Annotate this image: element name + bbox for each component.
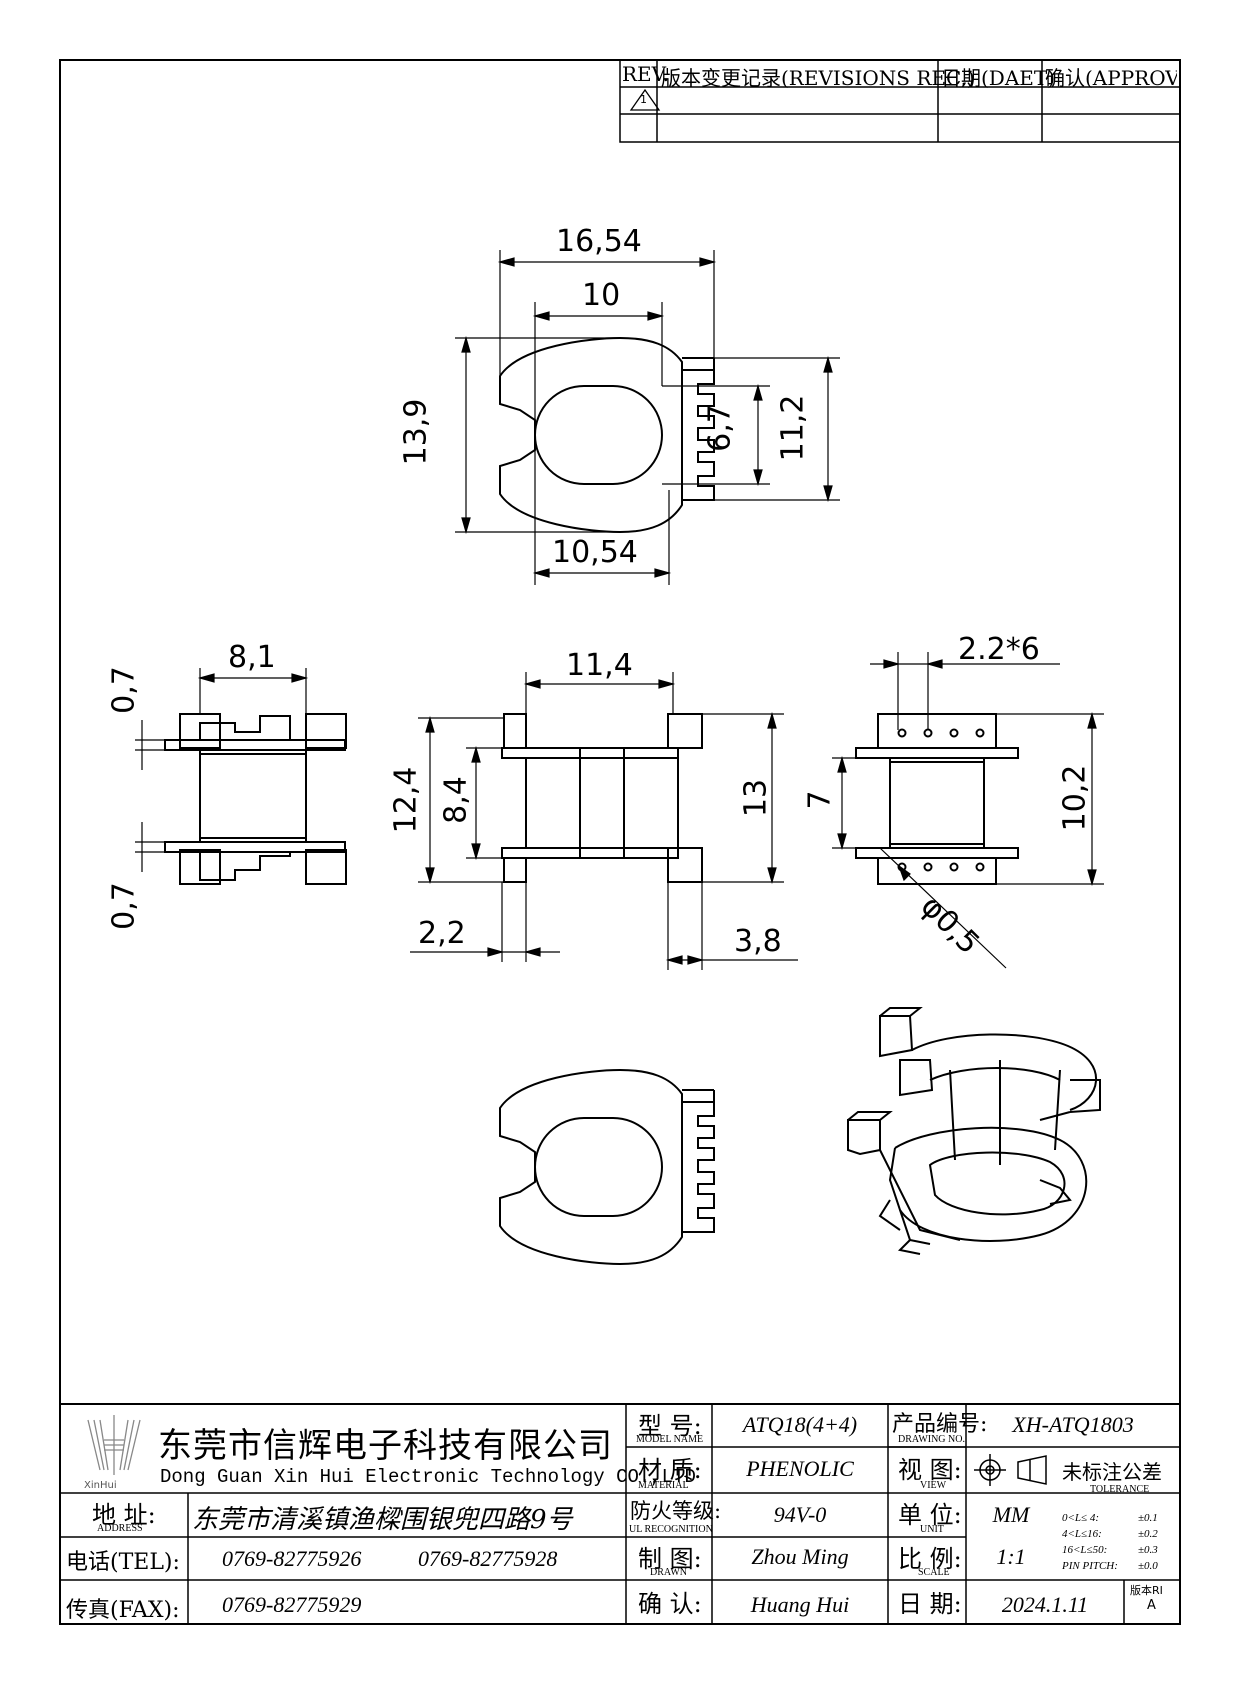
date-value: 2024.1.11 — [1001, 1592, 1089, 1617]
model-label-en: MODEL NAME — [636, 1434, 704, 1445]
scale-label: 比 例: — [898, 1545, 962, 1573]
scale-label-en: SCALE — [918, 1567, 950, 1578]
unit-label: 单 位: — [898, 1501, 962, 1529]
confirm-label: 确 认: — [638, 1590, 702, 1618]
fax-value: 0769-82775929 — [222, 1592, 362, 1617]
dim-left-width: 8,1 — [228, 640, 276, 675]
fire-value: 94V-0 — [773, 1502, 827, 1527]
projection-symbol-icon — [974, 1454, 1047, 1486]
drawn-value: Zhou Ming — [751, 1544, 849, 1569]
revision-triangle-icon — [629, 88, 661, 111]
tolerance-range-4: PIN PITCH: — [1062, 1560, 1118, 1572]
company-logo-icon — [87, 1415, 141, 1475]
tel-1: 0769-82775926 — [222, 1546, 362, 1571]
tolerance-value-3: ±0.3 — [1138, 1544, 1158, 1556]
address-value: 东莞市清溪镇渔樑围银兜四路9号 — [192, 1505, 573, 1535]
drawing-no-label-en: DRAWING NO. — [898, 1434, 965, 1445]
rev-mark: 1 — [640, 93, 647, 106]
material-label: 材 质: — [638, 1456, 702, 1484]
fire-label-en: UL RECOGNITION — [629, 1524, 713, 1535]
isometric-view — [847, 1007, 1101, 1255]
drawing-no-label: 产品编号: — [892, 1412, 988, 1437]
tolerance-range-3: 16<L≤50: — [1062, 1544, 1108, 1556]
tolerance-range-2: 4<L≤16: — [1062, 1528, 1102, 1540]
tolerance-value-4: ±0.0 — [1138, 1560, 1158, 1572]
fire-label: 防火等级: — [630, 1499, 722, 1523]
dim-top-inner-width: 10 — [582, 278, 621, 313]
tel-2: 0769-82775928 — [418, 1546, 558, 1571]
tel-label: 电话(TEL): — [66, 1550, 180, 1575]
confirm-value: Huang Hui — [750, 1592, 850, 1617]
unit-value: MM — [992, 1502, 1030, 1527]
dim-top-bottom-width: 10,54 — [552, 535, 638, 570]
tolerance-value-2: ±0.2 — [1138, 1528, 1158, 1540]
fax-label: 传真(FAX): — [66, 1598, 180, 1623]
tolerance-range-1: 0<L≤ 4: — [1062, 1512, 1099, 1524]
date-header: 日期(DAET) — [941, 66, 1056, 90]
rev-header: REV. — [622, 62, 669, 86]
address-label-en: ADDRESS — [97, 1523, 143, 1534]
address-label: 地 址: — [92, 1501, 156, 1529]
drawing-no-value: XH-ATQ1803 — [1012, 1412, 1134, 1437]
approve-header: 确认(APPROVEI — [1045, 66, 1177, 90]
date-label: 日 期: — [898, 1590, 962, 1618]
dim-front-flange: 2,2 — [418, 916, 466, 951]
company-name-en: Dong Guan Xin Hui Electronic Technology … — [160, 1466, 696, 1488]
model-value: ATQ18(4+4) — [742, 1412, 858, 1437]
dim-top-width: 16,54 — [556, 224, 642, 259]
logo-text: XinHui — [84, 1480, 117, 1491]
version-value: A — [1147, 1598, 1156, 1613]
tolerance-label-en: TOLERANCE — [1090, 1484, 1150, 1495]
dim-front-pin: 3,8 — [734, 924, 782, 959]
top-reference-view — [499, 1068, 715, 1266]
view-label: 视 图: — [898, 1456, 962, 1484]
version-label: 版本RI — [1130, 1584, 1163, 1597]
scale-value: 1:1 — [996, 1544, 1026, 1569]
tolerance-value-1: ±0.1 — [1138, 1512, 1158, 1524]
unit-label-en: UNIT — [920, 1524, 944, 1535]
revisions-header: 版本变更记录(REVISIONS REC.) — [661, 66, 975, 90]
drawn-label: 制 图: — [638, 1545, 702, 1573]
material-label-en: MATERIAL — [638, 1480, 689, 1491]
drawn-label-en: DRAWN — [650, 1567, 687, 1578]
tolerance-label: 未标注公差 — [1062, 1460, 1162, 1484]
model-label: 型 号: — [638, 1412, 702, 1440]
company-name-cn: 东莞市信辉电子科技有限公司 — [158, 1426, 613, 1466]
view-label-en: VIEW — [920, 1480, 947, 1491]
dim-right-pitch: 2.2*6 — [958, 632, 1040, 667]
dim-front-width: 11,4 — [566, 648, 633, 683]
material-value: PHENOLIC — [746, 1456, 854, 1481]
